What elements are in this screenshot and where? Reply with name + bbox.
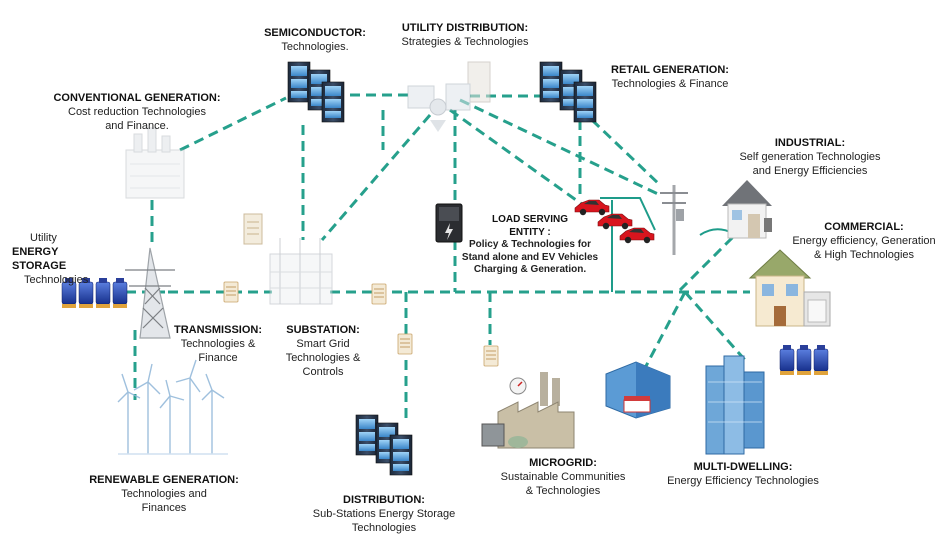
conventional-generation-label: CONVENTIONAL GENERATION: Cost reduction …	[52, 91, 222, 133]
renewable-generation-sub1: Technologies and	[121, 488, 207, 500]
conn-utility-pole	[459, 98, 661, 197]
electric-car-icon	[574, 199, 610, 216]
apartment-tower-icon	[705, 355, 765, 455]
renewable-generation-sub2: Finances	[141, 502, 187, 514]
load-serving-title1: LOAD SERVING	[492, 214, 568, 225]
conn-retail-pole	[590, 118, 662, 187]
multi-dwelling-label: MULTI-DWELLING: Energy Efficiency Techno…	[660, 460, 826, 488]
server-rack-icon	[287, 61, 345, 123]
conn-utility-substation	[320, 114, 432, 241]
charger-icon	[435, 203, 463, 243]
microgrid-title: MICROGRID:	[529, 457, 597, 469]
wind-turbine-icon	[117, 359, 228, 455]
industrial-sub1: Self generation Technologies	[739, 151, 881, 163]
house-icon	[722, 180, 772, 239]
conn-bus-apartment	[683, 291, 747, 361]
meter-icon	[397, 333, 413, 355]
solid-lines	[600, 197, 736, 292]
office-building-icon	[605, 361, 671, 419]
conn-bus-house	[678, 233, 737, 292]
load-serving-sub1: Policy & Technologies for	[468, 239, 592, 250]
load-serving-sub3: Charging & Generation.	[473, 264, 587, 275]
energy-storage-title: ENERGY STORAGE	[12, 246, 67, 272]
transmission-label: TRANSMISSION: Technologies & Finance	[168, 323, 268, 365]
distribution-label: DISTRIBUTION: Sub-Stations Energy Storag…	[305, 493, 463, 535]
substation-label: SUBSTATION: Smart Grid Technologies & Co…	[278, 323, 368, 379]
substation-sub2: Technologies &	[285, 352, 361, 364]
battery-bank-icon	[779, 344, 829, 376]
conventional-generation-title: CONVENTIONAL GENERATION:	[53, 92, 221, 104]
semiconductor-label: SEMICONDUCTOR: Technologies.	[255, 26, 375, 54]
utility-distribution-label: UTILITY DISTRIBUTION: Strategies & Techn…	[385, 21, 545, 49]
meter-icon	[483, 345, 499, 367]
meter-icon	[223, 281, 239, 303]
microgrid-label: MICROGRID: Sustainable Communities & Tec…	[488, 456, 638, 498]
utility-pole-icon	[660, 185, 688, 255]
commercial-title: COMMERCIAL:	[824, 221, 904, 233]
multi-dwelling-title: MULTI-DWELLING:	[693, 461, 793, 473]
distribution-title: DISTRIBUTION:	[343, 494, 425, 506]
conn-bus-office	[643, 291, 687, 369]
server-rack-icon	[355, 414, 413, 476]
retail-generation-label: RETAIL GENERATION: Technologies & Financ…	[600, 63, 740, 91]
utility-distribution-sub: Strategies & Technologies	[401, 36, 529, 48]
distribution-sub1: Sub-Stations Energy Storage	[312, 508, 456, 520]
energy-storage-label: Utility ENERGY STORAGE Technologies	[4, 231, 114, 287]
substation-title: SUBSTATION:	[286, 324, 360, 336]
meter-icon	[371, 283, 387, 305]
industrial-label: INDUSTRIAL: Self generation Technologies…	[730, 136, 890, 178]
energy-storage-sub: Technologies	[24, 274, 89, 286]
conn-utility-cars	[449, 108, 591, 212]
server-unit-icon	[243, 213, 263, 245]
semiconductor-title: SEMICONDUCTOR:	[264, 27, 366, 39]
transmission-title: TRANSMISSION:	[174, 324, 262, 336]
conventional-generation-sub2: and Finance.	[105, 120, 169, 132]
multi-dwelling-sub: Energy Efficiency Technologies	[667, 475, 819, 487]
substation-sub1: Smart Grid	[296, 338, 350, 350]
commercial-sub1: Energy efficiency, Generation	[792, 235, 936, 247]
microgrid-sub1: Sustainable Communities	[500, 471, 626, 483]
conn-conventional-semiconductor	[179, 96, 287, 152]
factory-icon	[481, 372, 575, 449]
transmission-tower-icon	[125, 247, 175, 339]
conventional-generation-sub1: Cost reduction Technologies	[68, 106, 206, 118]
transmission-sub2: Finance	[198, 352, 238, 364]
electric-car-icon	[619, 227, 655, 244]
commercial-label: COMMERCIAL: Energy efficiency, Generatio…	[786, 220, 942, 262]
house-icon	[748, 249, 831, 327]
power-plant-icon	[125, 127, 185, 199]
renewable-generation-label: RENEWABLE GENERATION: Technologies and F…	[86, 473, 242, 515]
renewable-generation-title: RENEWABLE GENERATION:	[89, 474, 239, 486]
industrial-sub2: and Energy Efficiencies	[752, 165, 868, 177]
substation-sub3: Controls	[302, 366, 344, 378]
car-link-line	[600, 197, 656, 231]
load-serving-title2: ENTITY :	[509, 226, 551, 238]
utility-distribution-title: UTILITY DISTRIBUTION:	[401, 22, 529, 34]
retail-generation-title: RETAIL GENERATION:	[611, 64, 729, 76]
substation-icon	[269, 238, 333, 305]
load-serving-sub2: Stand alone and EV Vehicles	[461, 251, 599, 263]
retail-generation-sub: Technologies & Finance	[611, 78, 729, 90]
utility-building-icon	[407, 61, 491, 132]
charger-icon	[764, 218, 772, 232]
server-rack-icon	[539, 61, 597, 123]
transmission-sub1: Technologies &	[180, 338, 256, 350]
distribution-sub2: Technologies	[351, 522, 417, 534]
load-serving-entity-label: LOAD SERVING ENTITY : Policy & Technolog…	[455, 214, 605, 277]
microgrid-sub2: & Technologies	[525, 485, 601, 497]
semiconductor-sub: Technologies.	[281, 41, 349, 53]
energy-storage-pre: Utility	[30, 232, 57, 244]
commercial-sub2: & High Technologies	[813, 249, 915, 261]
network-connectors	[126, 93, 750, 420]
industrial-title: INDUSTRIAL:	[774, 137, 846, 149]
